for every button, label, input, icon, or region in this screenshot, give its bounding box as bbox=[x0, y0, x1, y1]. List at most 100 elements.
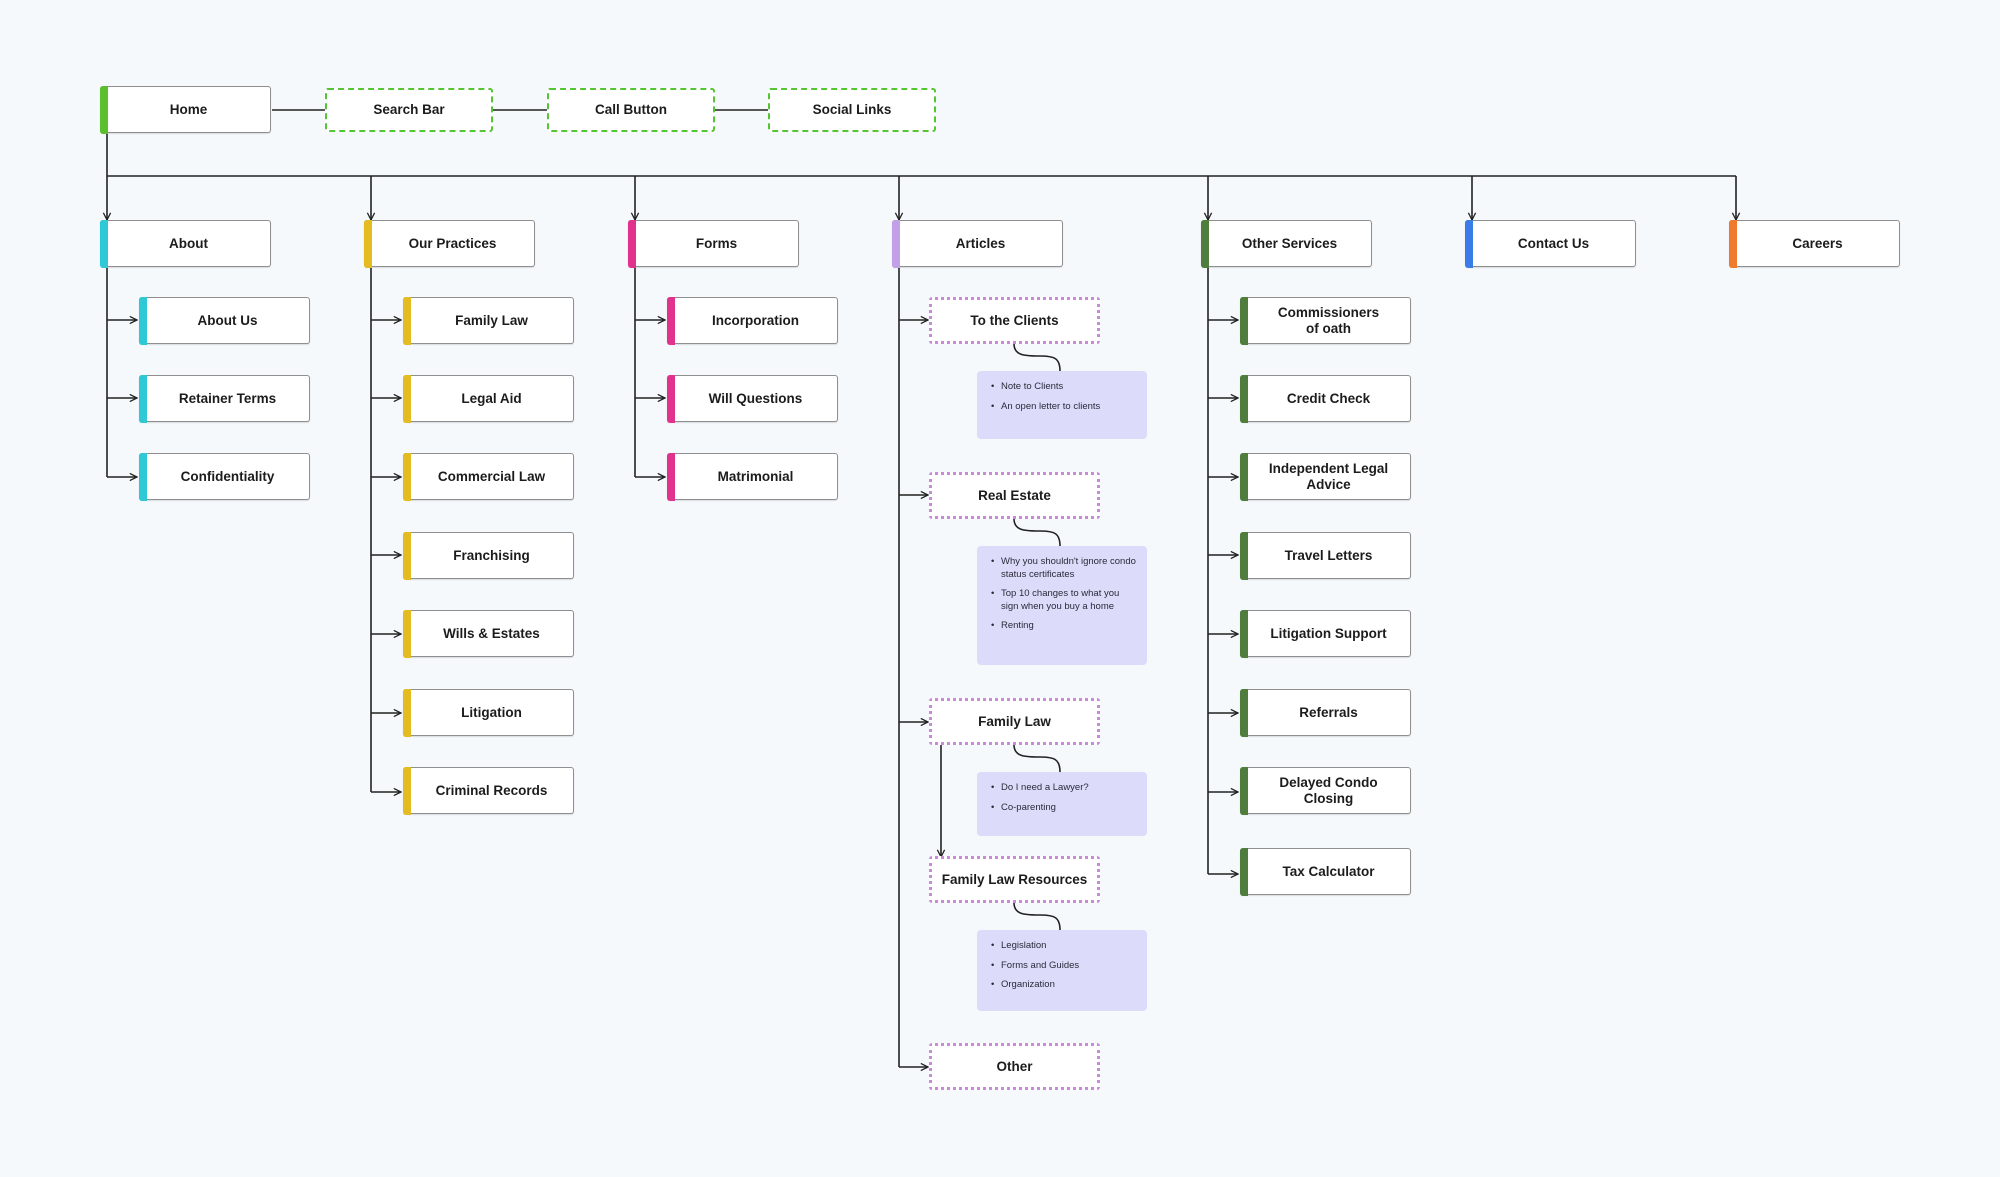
search-bar-node[interactable]: Search Bar bbox=[325, 88, 493, 132]
section-forms[interactable]: Forms bbox=[627, 219, 799, 268]
page-litigation-support[interactable]: Litigation Support bbox=[1239, 609, 1411, 658]
page-delayed-condo-closing[interactable]: Delayed Condo Closing bbox=[1239, 766, 1411, 815]
page-litigation[interactable]: Litigation bbox=[402, 688, 574, 737]
node-label: Family Law bbox=[455, 312, 528, 328]
page-matrimonial[interactable]: Matrimonial bbox=[666, 452, 838, 501]
page-credit-check[interactable]: Credit Check bbox=[1239, 374, 1411, 423]
social-links-node[interactable]: Social Links bbox=[768, 88, 936, 132]
node-label: Family Law bbox=[978, 713, 1051, 729]
article-link[interactable]: Why you shouldn't ignore condo status ce… bbox=[991, 556, 1139, 581]
color-bar bbox=[363, 219, 372, 268]
article-link[interactable]: Do I need a Lawyer? bbox=[991, 782, 1139, 795]
color-bar bbox=[402, 688, 411, 737]
page-incorporation[interactable]: Incorporation bbox=[666, 296, 838, 345]
article-link[interactable]: Organization bbox=[991, 979, 1139, 992]
color-bar bbox=[402, 296, 411, 345]
node-label: Travel Letters bbox=[1284, 547, 1373, 563]
page-travel-letters[interactable]: Travel Letters bbox=[1239, 531, 1411, 580]
page-retainer-terms[interactable]: Retainer Terms bbox=[138, 374, 310, 423]
page-independent-legal-advice[interactable]: Independent Legal Advice bbox=[1239, 452, 1411, 501]
page-franchising[interactable]: Franchising bbox=[402, 531, 574, 580]
article-note-family-law-resources: Legislation Forms and Guides Organizatio… bbox=[977, 930, 1147, 1011]
node-label: Tax Calculator bbox=[1282, 863, 1375, 879]
node-label: Confidentiality bbox=[180, 468, 275, 484]
color-bar bbox=[1728, 219, 1737, 268]
color-bar bbox=[1239, 609, 1248, 658]
page-commissioners-of-oath[interactable]: Commissioners of oath bbox=[1239, 296, 1411, 345]
color-bar bbox=[402, 766, 411, 815]
article-link[interactable]: Co-parenting bbox=[991, 802, 1139, 815]
node-label: Matrimonial bbox=[717, 468, 794, 484]
article-other[interactable]: Other bbox=[929, 1043, 1100, 1090]
section-articles[interactable]: Articles bbox=[891, 219, 1063, 268]
article-link[interactable]: Top 10 changes to what you sign when you… bbox=[991, 588, 1139, 613]
node-label: Home bbox=[169, 101, 208, 117]
article-link[interactable]: Legislation bbox=[991, 940, 1139, 953]
color-bar bbox=[1239, 374, 1248, 423]
node-label: Delayed Condo Closing bbox=[1279, 774, 1378, 806]
page-confidentiality[interactable]: Confidentiality bbox=[138, 452, 310, 501]
page-commercial-law[interactable]: Commercial Law bbox=[402, 452, 574, 501]
article-link[interactable]: Renting bbox=[991, 620, 1139, 633]
section-our-practices[interactable]: Our Practices bbox=[363, 219, 535, 268]
node-label: About bbox=[169, 235, 208, 251]
node-label: Independent Legal Advice bbox=[1268, 460, 1389, 492]
page-criminal-records[interactable]: Criminal Records bbox=[402, 766, 574, 815]
page-wills-estates[interactable]: Wills & Estates bbox=[402, 609, 574, 658]
node-label: About Us bbox=[197, 312, 258, 328]
article-to-the-clients[interactable]: To the Clients bbox=[929, 297, 1100, 344]
node-label: Other Services bbox=[1241, 235, 1338, 251]
node-label: Social Links bbox=[812, 102, 892, 117]
color-bar bbox=[1464, 219, 1473, 268]
call-button-node[interactable]: Call Button bbox=[547, 88, 715, 132]
color-bar bbox=[402, 531, 411, 580]
color-bar bbox=[666, 296, 675, 345]
article-family-law[interactable]: Family Law bbox=[929, 698, 1100, 745]
home-node[interactable]: Home bbox=[99, 85, 271, 134]
color-bar bbox=[1239, 452, 1248, 501]
color-bar bbox=[99, 219, 108, 268]
node-label: Commercial Law bbox=[437, 468, 546, 484]
article-note-family-law: Do I need a Lawyer? Co-parenting bbox=[977, 772, 1147, 836]
article-real-estate[interactable]: Real Estate bbox=[929, 472, 1100, 519]
color-bar bbox=[891, 219, 900, 268]
node-label: Credit Check bbox=[1286, 390, 1371, 406]
color-bar bbox=[402, 609, 411, 658]
page-tax-calculator[interactable]: Tax Calculator bbox=[1239, 847, 1411, 896]
node-label: Wills & Estates bbox=[443, 625, 540, 641]
node-label: Criminal Records bbox=[435, 782, 548, 798]
section-careers[interactable]: Careers bbox=[1728, 219, 1900, 268]
node-label: Franchising bbox=[453, 547, 530, 563]
node-label: Will Questions bbox=[708, 390, 803, 406]
article-link[interactable]: Forms and Guides bbox=[991, 960, 1139, 973]
node-label: Articles bbox=[955, 235, 1006, 251]
node-label: Litigation bbox=[461, 704, 522, 720]
page-referrals[interactable]: Referrals bbox=[1239, 688, 1411, 737]
page-will-questions[interactable]: Will Questions bbox=[666, 374, 838, 423]
node-label: To the Clients bbox=[970, 312, 1059, 328]
article-family-law-resources[interactable]: Family Law Resources bbox=[929, 856, 1100, 903]
color-bar bbox=[99, 85, 108, 134]
page-legal-aid[interactable]: Legal Aid bbox=[402, 374, 574, 423]
color-bar bbox=[138, 296, 147, 345]
page-family-law[interactable]: Family Law bbox=[402, 296, 574, 345]
color-bar bbox=[402, 452, 411, 501]
node-label: Litigation Support bbox=[1270, 625, 1387, 641]
color-bar bbox=[1239, 766, 1248, 815]
section-about[interactable]: About bbox=[99, 219, 271, 268]
node-label: Search Bar bbox=[373, 102, 445, 117]
node-label: Commissioners of oath bbox=[1277, 304, 1380, 336]
color-bar bbox=[138, 374, 147, 423]
section-contact-us[interactable]: Contact Us bbox=[1464, 219, 1636, 268]
page-about-us[interactable]: About Us bbox=[138, 296, 310, 345]
node-label: Forms bbox=[695, 235, 738, 251]
section-other-services[interactable]: Other Services bbox=[1200, 219, 1372, 268]
article-link[interactable]: Note to Clients bbox=[991, 381, 1139, 394]
color-bar bbox=[1239, 296, 1248, 345]
color-bar bbox=[666, 452, 675, 501]
node-label: Referrals bbox=[1299, 704, 1358, 720]
color-bar bbox=[1239, 531, 1248, 580]
color-bar bbox=[666, 374, 675, 423]
article-link[interactable]: An open letter to clients bbox=[991, 401, 1139, 414]
